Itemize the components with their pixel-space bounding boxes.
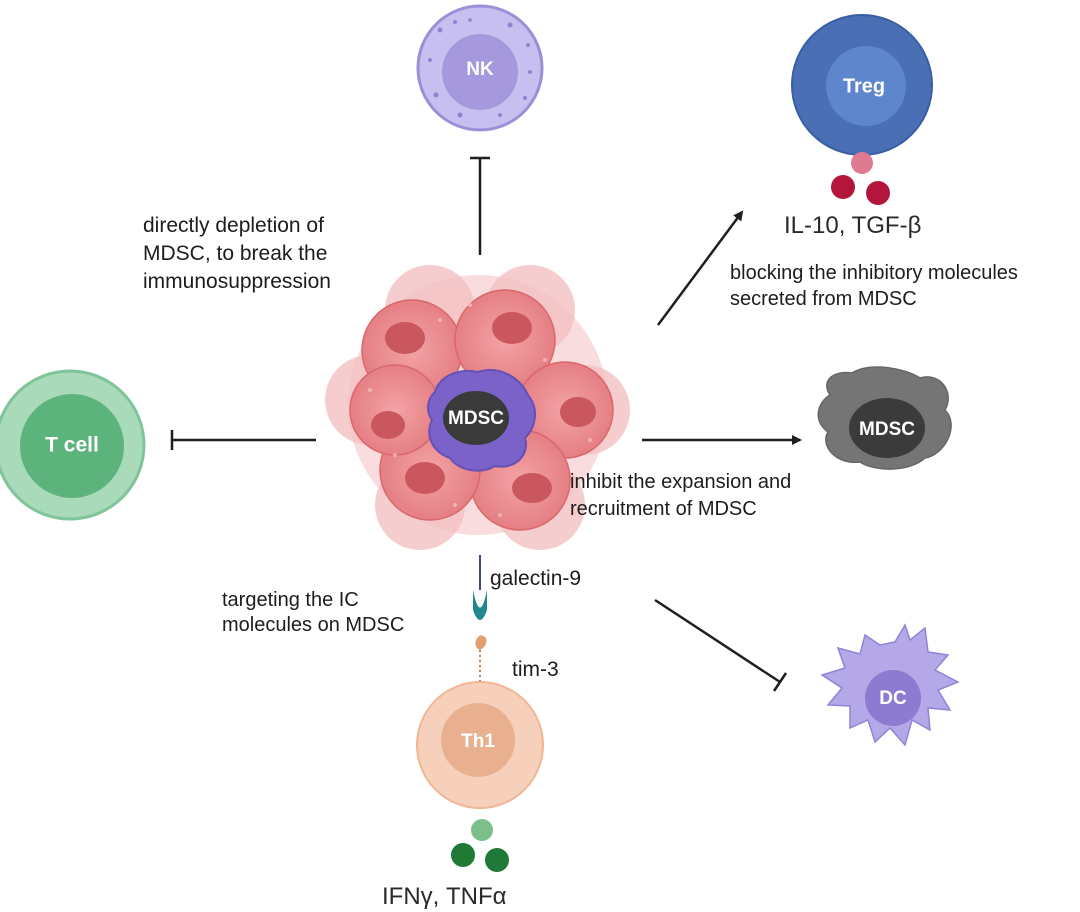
nk-label: NK (466, 59, 494, 80)
inhibit-dc-line (654, 598, 788, 692)
expansion-text: inhibit the expansion and recruitment of… (570, 469, 791, 523)
blocking-line-2: secreted from MDSC (730, 288, 917, 310)
dc-label: DC (879, 688, 907, 709)
th1-cell: Th1 (416, 681, 544, 809)
tim3-label: tim-3 (512, 658, 559, 681)
dc-cell: DC (820, 623, 960, 747)
depletion-line-1: directly depletion of (143, 214, 324, 237)
inhibit-tcell-line (170, 430, 316, 450)
t-cell-label: T cell (45, 434, 99, 457)
galectin-label: galectin-9 (490, 567, 582, 590)
th1-label: Th1 (461, 731, 495, 752)
treg-cytokines (831, 152, 890, 205)
treg-cell: Treg (791, 14, 933, 156)
treg-cytokine-label: IL-10, TGF-β (784, 212, 922, 239)
mdsc-center-label: MDSC (448, 408, 504, 429)
treg-label: Treg (843, 75, 885, 97)
blocking-text: blocking the inhibitory molecules secret… (730, 260, 1018, 312)
expansion-line-2: recruitment of MDSC (570, 498, 757, 520)
blocking-line-1: blocking the inhibitory molecules (730, 262, 1018, 284)
depletion-text: directly depletion of MDSC, to break the… (143, 212, 331, 296)
targeting-line-2: molecules on MDSC (222, 614, 405, 636)
depletion-line-3: immunosuppression (143, 270, 331, 293)
mdsc-right-cell: MDSC (817, 366, 952, 470)
targeting-text: targeting the IC molecules on MDSC (222, 588, 404, 638)
galectin-tim3-receptor (473, 555, 487, 700)
t-cell: T cell (0, 369, 146, 521)
th1-cytokines (451, 819, 509, 872)
th1-cytokine-label: IFNγ, TNFα (382, 883, 507, 910)
nk-cell: NK (416, 4, 544, 132)
mdsc-right-label: MDSC (859, 419, 915, 440)
arrow-to-treg (656, 210, 744, 326)
expansion-line-1: inhibit the expansion and (570, 471, 792, 493)
inhibit-nk-line (470, 156, 490, 255)
targeting-line-1: targeting the IC (222, 589, 359, 611)
depletion-line-2: MDSC, to break the (143, 242, 328, 265)
tumor-cluster: MDSC (325, 265, 630, 550)
